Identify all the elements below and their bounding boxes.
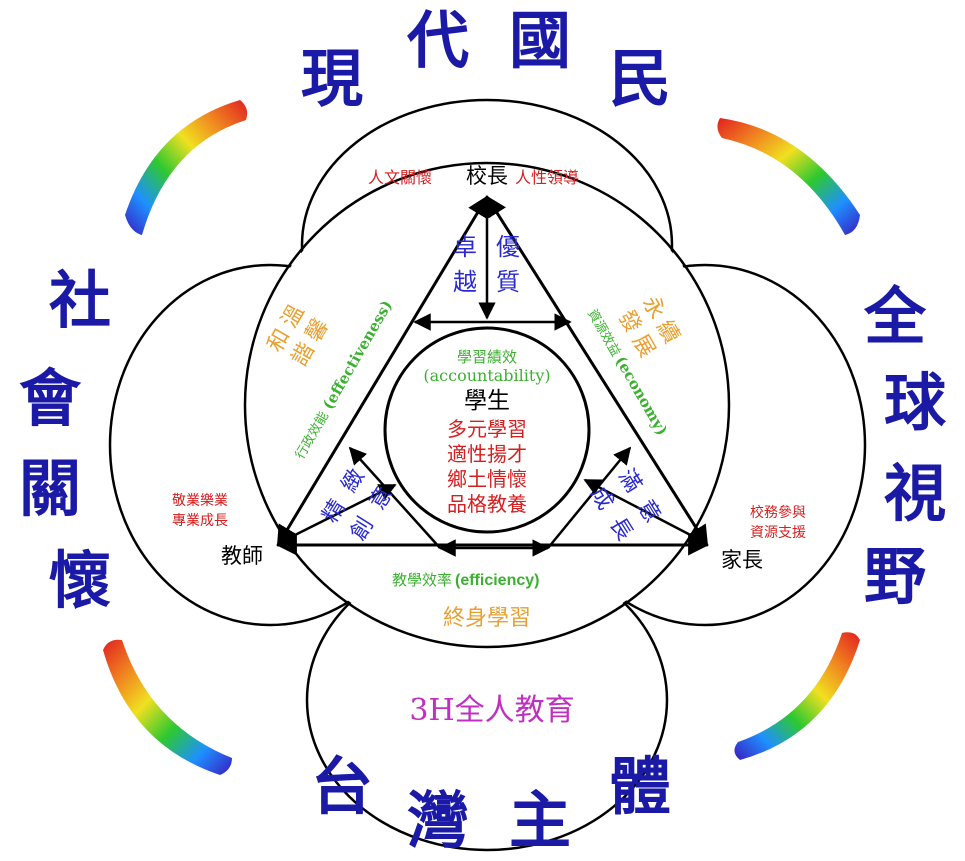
left-corner-text: 社 會 關 懷 — [19, 264, 111, 617]
teacher-text: 教師 — [221, 544, 263, 568]
top-char-3: 國 — [509, 4, 571, 77]
left-char-1: 社 — [49, 264, 111, 337]
bottom-char-1: 台 — [311, 750, 373, 823]
student-text: 學生 — [464, 388, 510, 414]
top-wedge-text: 卓 越 優 質 — [453, 233, 520, 296]
top-char-4: 民 — [609, 42, 671, 115]
bottom-side-text: 教學效率 (efficiency) 終身學習 — [392, 571, 539, 631]
principal-left-note: 人文關懷 — [368, 168, 432, 187]
top-char-2: 代 — [406, 4, 469, 77]
principal-right-note: 人性領導 — [515, 168, 579, 187]
top-wedge-1: 卓 — [453, 233, 477, 261]
parent-text: 家長 — [721, 548, 763, 572]
center-text: 學習績效 (accountability) 學生 多元學習 適性揚才 鄉土情懷 … — [423, 348, 550, 516]
teacher-note-1: 敬業樂業 — [172, 492, 228, 509]
top-wedge-3: 優 — [496, 233, 520, 261]
rainbow-arc-bottom-left — [103, 639, 232, 775]
left-char-2: 會 — [19, 362, 82, 435]
right-char-1: 全 — [863, 280, 927, 353]
rainbow-arc-top-left — [125, 100, 248, 235]
parent-note-2: 資源支援 — [750, 525, 806, 541]
right-corner-text: 全 球 視 野 — [863, 280, 947, 613]
bottom-green-en: (efficiency) — [455, 572, 539, 589]
accountability-cn: 學習績效 — [457, 348, 517, 366]
top-corner-text: 現 代 國 民 — [301, 4, 671, 115]
bottom-orange: 終身學習 — [443, 606, 531, 631]
rainbow-arc-bottom-right — [734, 632, 860, 760]
principal-label: 人文關懷 校長 人性領導 — [368, 164, 579, 188]
bottom-title: 3H全人教育 — [409, 693, 574, 728]
parent-label: 校務參與 資源支援 家長 — [721, 504, 806, 572]
left-char-3: 關 — [19, 452, 81, 525]
student-circle — [383, 326, 591, 534]
right-char-2: 球 — [884, 366, 947, 439]
right-char-4: 野 — [864, 540, 926, 613]
rainbow-arc-top-right — [717, 118, 860, 235]
top-char-1: 現 — [301, 42, 363, 115]
student-line-1: 多元學習 — [447, 417, 527, 441]
right-char-3: 視 — [884, 457, 946, 530]
student-line-3: 鄉土情懷 — [447, 467, 527, 491]
left-char-4: 懷 — [49, 544, 111, 617]
bottom-char-3: 主 — [509, 784, 571, 857]
teacher-label: 敬業樂業 專業成長 教師 — [172, 492, 263, 568]
bottom-char-2: 灣 — [407, 784, 469, 857]
role-triangle — [275, 195, 710, 557]
student-line-4: 品格教養 — [447, 492, 527, 516]
teacher-note-2: 專業成長 — [172, 513, 228, 529]
bottom-corner-text: 台 灣 主 體 — [311, 750, 671, 857]
top-wedge-4: 質 — [496, 268, 520, 296]
principal-text: 校長 — [466, 164, 508, 188]
parent-note-1: 校務參與 — [750, 504, 806, 521]
student-line-2: 適性揚才 — [447, 442, 527, 466]
bottom-char-4: 體 — [609, 750, 671, 823]
accountability-en: (accountability) — [423, 366, 550, 385]
bottom-green-cn: 教學效率 — [392, 571, 452, 589]
top-wedge-2: 越 — [453, 268, 477, 296]
